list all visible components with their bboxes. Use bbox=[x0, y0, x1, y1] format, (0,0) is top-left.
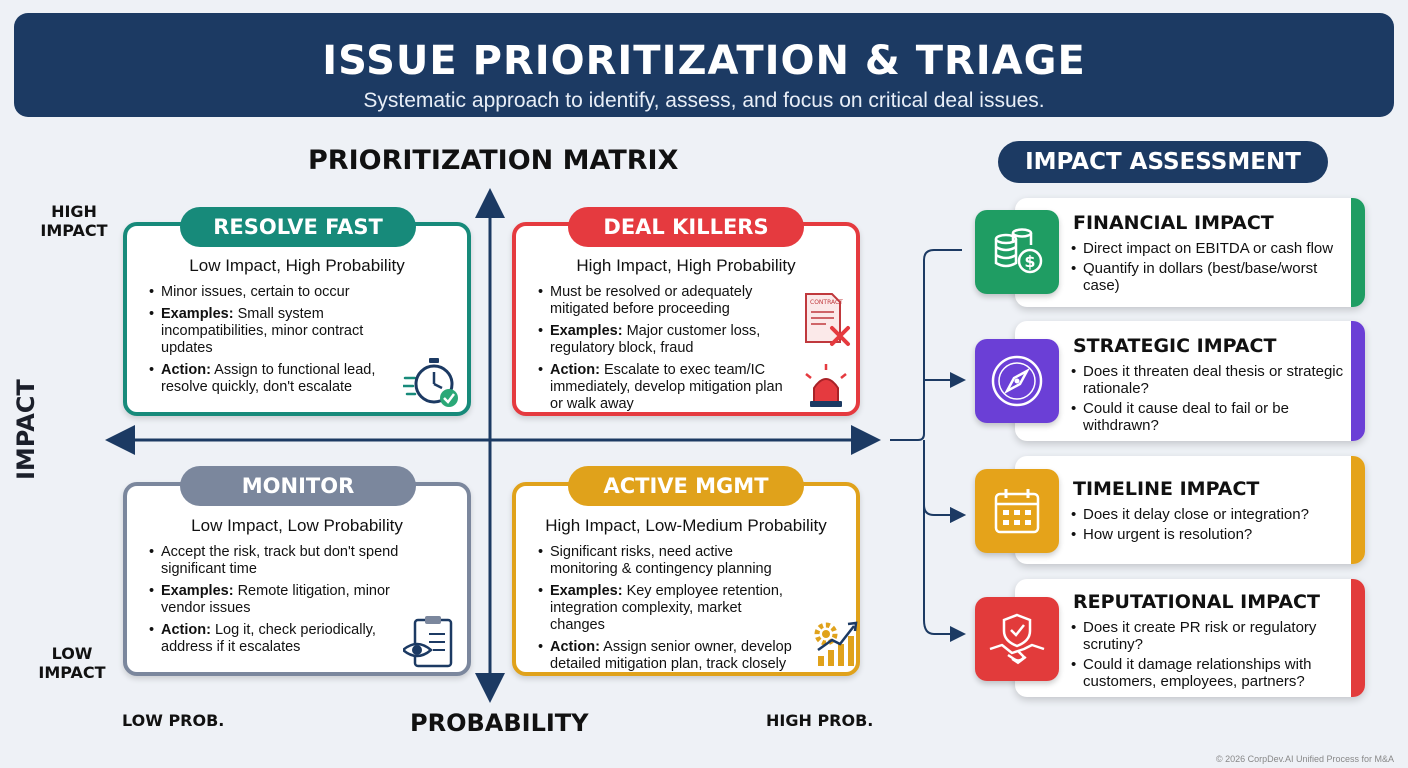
svg-text:CONTRACT: CONTRACT bbox=[810, 299, 843, 306]
page-title: ISSUE PRIORITIZATION & TRIAGE bbox=[322, 38, 1086, 84]
bullet: Does it threaten deal thesis or strategi… bbox=[1071, 363, 1345, 397]
connector-bracket bbox=[890, 249, 962, 635]
calendar-icon bbox=[975, 469, 1059, 553]
card-financial-impact: FINANCIAL IMPACT Direct impact on EBITDA… bbox=[1015, 198, 1365, 307]
quadrant-subtitle: Low Impact, Low Probability bbox=[191, 516, 403, 535]
bullet: Action: Escalate to exec team/IC immedia… bbox=[538, 362, 796, 413]
tag-monitor: MONITOR bbox=[180, 466, 416, 506]
stopwatch-check-icon bbox=[403, 358, 458, 407]
quadrant-deal-killers: High Impact, High Probability Must be re… bbox=[512, 222, 860, 416]
x-axis-title: PROBABILITY bbox=[410, 709, 589, 737]
bullet: Examples: Remote litigation, minor vendo… bbox=[149, 583, 407, 617]
matrix-title: PRIORITIZATION MATRIX bbox=[308, 145, 679, 176]
card-reputational-impact: REPUTATIONAL IMPACT Does it create PR ri… bbox=[1015, 579, 1365, 697]
card-stripe bbox=[1351, 321, 1365, 441]
coins-dollar-icon: $ bbox=[975, 210, 1059, 294]
bullet: Action: Assign senior owner, develop det… bbox=[538, 639, 796, 673]
bullet: Direct impact on EBITDA or cash flow bbox=[1071, 240, 1345, 257]
impact-assessment-title: IMPACT ASSESSMENT bbox=[998, 141, 1328, 183]
bullet: Does it delay close or integration? bbox=[1071, 506, 1345, 523]
card-stripe bbox=[1351, 198, 1365, 307]
bullet: Could it cause deal to fail or be withdr… bbox=[1071, 400, 1345, 434]
footer-copyright: © 2026 CorpDev.AI Unified Process for M&… bbox=[1215, 754, 1394, 764]
bullet: Action: Assign to functional lead, resol… bbox=[149, 362, 407, 396]
bullet: Examples: Major customer loss, regulator… bbox=[538, 323, 796, 357]
bullet: Minor issues, certain to occur bbox=[149, 284, 407, 301]
clipboard-eye-icon bbox=[403, 616, 453, 668]
quadrant-monitor: Low Impact, Low Probability Accept the r… bbox=[123, 482, 471, 676]
card-stripe bbox=[1351, 456, 1365, 564]
contract-reject-icon: CONTRACT bbox=[805, 293, 850, 346]
bullet: Examples: Key employee retention, integr… bbox=[538, 583, 796, 634]
high-impact-label: HIGH IMPACT bbox=[40, 202, 108, 240]
card-title: TIMELINE IMPACT bbox=[1073, 478, 1260, 500]
bullet: Significant risks, need active monitorin… bbox=[538, 544, 796, 578]
card-stripe bbox=[1351, 579, 1365, 697]
bullet: Does it create PR risk or regulatory scr… bbox=[1071, 619, 1345, 653]
y-axis-title: IMPACT bbox=[12, 379, 40, 480]
card-title: FINANCIAL IMPACT bbox=[1073, 212, 1274, 234]
tag-deal-killers: DEAL KILLERS bbox=[568, 207, 804, 247]
card-title: STRATEGIC IMPACT bbox=[1073, 335, 1277, 357]
card-title: REPUTATIONAL IMPACT bbox=[1073, 591, 1320, 613]
bullet: Accept the risk, track but don't spend s… bbox=[149, 544, 407, 578]
compass-icon bbox=[975, 339, 1059, 423]
low-prob-label: LOW PROB. bbox=[122, 711, 225, 730]
card-strategic-impact: STRATEGIC IMPACT Does it threaten deal t… bbox=[1015, 321, 1365, 441]
quadrant-subtitle: Low Impact, High Probability bbox=[189, 256, 405, 275]
bullet: Must be resolved or adequately mitigated… bbox=[538, 284, 796, 318]
quadrant-subtitle: High Impact, Low-Medium Probability bbox=[545, 516, 827, 535]
tag-resolve-fast: RESOLVE FAST bbox=[180, 207, 416, 247]
quadrant-active-mgmt: High Impact, Low-Medium Probability Sign… bbox=[512, 482, 860, 676]
high-prob-label: HIGH PROB. bbox=[766, 711, 874, 730]
quadrant-resolve-fast: Low Impact, High Probability Minor issue… bbox=[123, 222, 471, 416]
shield-handshake-icon bbox=[975, 597, 1059, 681]
card-timeline-impact: TIMELINE IMPACT Does it delay close or i… bbox=[1015, 456, 1365, 564]
tag-active-mgmt: ACTIVE MGMT bbox=[568, 466, 804, 506]
header-banner: ISSUE PRIORITIZATION & TRIAGE Systematic… bbox=[14, 13, 1394, 117]
alarm-siren-icon bbox=[805, 364, 847, 407]
gear-growth-chart-icon bbox=[814, 621, 858, 666]
bullet: Could it damage relationships with custo… bbox=[1071, 656, 1345, 690]
svg-text:$: $ bbox=[1024, 252, 1035, 271]
bullet: Quantify in dollars (best/base/worst cas… bbox=[1071, 260, 1345, 294]
page-subtitle: Systematic approach to identify, assess,… bbox=[363, 89, 1045, 112]
quadrant-subtitle: High Impact, High Probability bbox=[576, 256, 796, 275]
bullet: How urgent is resolution? bbox=[1071, 526, 1345, 543]
low-impact-label: LOW IMPACT bbox=[38, 644, 106, 682]
bullet: Examples: Small system incompatibilities… bbox=[149, 306, 407, 357]
bullet: Action: Log it, check periodically, addr… bbox=[149, 622, 407, 656]
